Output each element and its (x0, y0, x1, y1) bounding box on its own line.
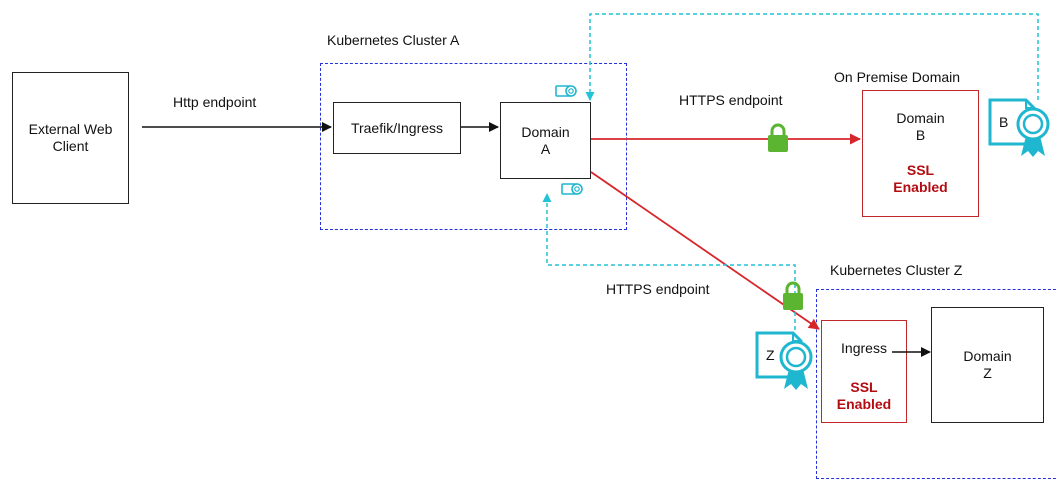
domain-b-line2: B (915, 127, 926, 143)
domain-b-line1: Domain (896, 110, 945, 126)
https-endpoint-label-b: HTTPS endpoint (679, 92, 783, 108)
traefik-ingress-node: Traefik/Ingress (333, 102, 461, 154)
domain-z-line2: Z (983, 365, 992, 381)
domain-a-node: Domain A (500, 102, 591, 179)
lock-icon (783, 281, 803, 310)
certificate-icon (555, 85, 577, 97)
cert-z-label: Z (766, 347, 775, 363)
domain-b-ssl: SSL (906, 162, 935, 178)
cluster-z-label: Kubernetes Cluster Z (830, 262, 963, 278)
https-endpoint-label-z: HTTPS endpoint (606, 281, 710, 297)
external-web-client-node: External Web Client (12, 72, 129, 204)
domain-b-ssl-enabled: Enabled (893, 179, 948, 195)
ingress-z-node: Ingress SSL Enabled (821, 320, 907, 423)
cert-z-trust-link (542, 193, 796, 330)
lock-icon (768, 123, 788, 152)
external-client-line2: Client (52, 138, 89, 154)
certificate-icon (561, 183, 583, 195)
cert-b-label: B (999, 114, 1009, 130)
certificate-icon (755, 331, 813, 390)
certificate-icon (988, 98, 1050, 157)
external-client-line1: External Web (28, 121, 113, 137)
ingress-z-ssl: SSL (850, 379, 878, 395)
domain-a-line1: Domain (521, 123, 570, 140)
cluster-a-label: Kubernetes Cluster A (327, 32, 460, 48)
domain-z-line1: Domain (963, 348, 1012, 364)
https-a-to-z-arrow (590, 171, 820, 330)
cert-b-trust-link (585, 13, 1039, 101)
cluster-a-boundary (320, 63, 627, 230)
http-endpoint-label: Http endpoint (173, 94, 257, 110)
ingress-z-label: Ingress (841, 340, 887, 356)
domain-b-node: Domain B SSL Enabled (862, 90, 979, 217)
domain-a-line2: A (540, 140, 551, 157)
on-premise-label: On Premise Domain (834, 69, 961, 85)
traefik-label: Traefik/Ingress (350, 119, 444, 136)
cluster-z-boundary (816, 289, 1058, 479)
ingress-z-ssl-enabled: Enabled (836, 396, 892, 412)
domain-z-node: Domain Z (931, 307, 1044, 423)
